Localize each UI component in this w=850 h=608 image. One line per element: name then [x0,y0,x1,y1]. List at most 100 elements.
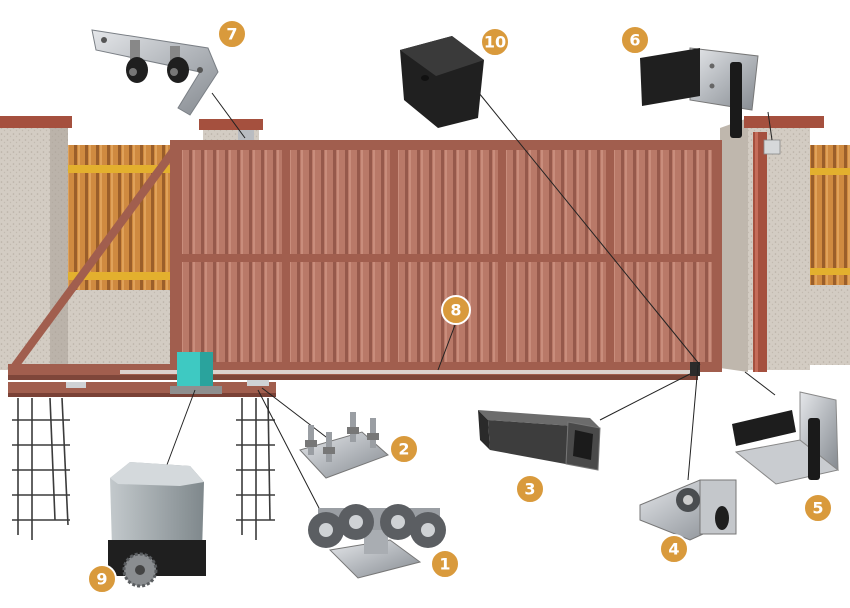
upper-rollers-mounted [238,130,254,140]
wheel-hub [391,515,405,529]
badge-number: 6 [629,31,640,50]
catcher-bracket [689,47,759,111]
guide-rail-beam [478,410,601,471]
left-pillar-shadow [50,125,68,370]
gate-panel [614,150,712,254]
badge-circle [389,434,419,464]
badge-number: 9 [96,570,107,589]
roller-wheel [167,57,189,83]
part-badge-6: 6 [620,25,650,55]
motor-mounted-plate [170,386,222,394]
right-fence-rail-bottom [788,268,850,275]
right-post-highlight [755,132,758,372]
gear-rack-mounted [120,370,700,374]
end-cap-center [421,75,429,81]
part-badge-3: 3 [515,474,545,504]
bolt-hole [101,37,107,43]
part-badge-5: 5 [803,493,833,523]
badge-circle [620,25,650,55]
gate-end-cap-mounted [690,362,700,376]
roller-axle [130,40,140,66]
badge-number: 5 [812,499,823,518]
foundation-channel-shadow [8,393,276,397]
gate-panel [506,150,606,254]
end-roller-tip [715,506,729,530]
badge-circle [441,295,471,325]
beam-side [478,410,490,450]
bolt-hole [709,83,715,89]
part-badge-2: 2 [389,434,419,464]
lower-catcher [732,391,840,485]
right-pillar-cap [744,116,824,128]
carriage-mounted [247,380,269,386]
left-pillar-cap [0,116,72,128]
right-fence-rail-top [788,168,850,175]
roller-hub [129,68,137,76]
gate-panel [182,150,282,254]
part-badge-9: 9 [87,564,117,594]
carriage-mounted [66,382,86,388]
part-badge-7: 7 [217,19,247,49]
gate-panel [506,262,606,362]
part-badge-1: 1 [430,549,460,579]
motor-cover-top [110,462,204,486]
center-pillar-cap [199,119,263,130]
bolt-hole [197,67,203,73]
upper-catcher-mounted [763,139,781,155]
carriage-base-plate [299,412,389,479]
badge-circle [659,534,689,564]
gate-tail-frame [10,146,178,366]
end-cap [400,36,484,128]
sliding-gate [8,140,722,380]
badge-circle [217,19,247,49]
roller-wheel [126,57,148,83]
right-pillar [720,116,824,372]
left-fence-base [55,290,200,370]
left-fence-rail-top [55,165,185,173]
part-badges: 1 2 3 4 5 6 7 8 9 10 [87,19,833,594]
bolt-hole [709,63,715,69]
lower-catcher-slot [732,410,796,446]
lower-catcher-arm [808,418,820,480]
end-roller-hub [683,495,693,505]
wheel-hub [319,523,333,537]
badge-number: 2 [398,440,409,459]
gate-panel [290,150,390,254]
beam-end-slot [573,430,593,460]
badge-circle [430,549,460,579]
badge-number: 3 [524,480,535,499]
badge-number: 1 [439,555,450,574]
nut [367,433,379,440]
drive-gear-hub [135,565,145,575]
catcher-arm [730,62,742,138]
left-fence-rail-bottom [55,272,185,280]
nut [305,440,317,447]
wheel-hub [349,515,363,529]
foundation [12,397,275,540]
badge-number: 7 [226,25,237,44]
upper-guide-rollers [91,29,219,116]
leader-lines [164,81,776,511]
badge-circle [515,474,545,504]
roller-hub [170,68,178,76]
badge-circle [803,493,833,523]
nut [347,427,359,434]
badge-number: 8 [450,301,461,320]
part-badge-10: 10 [480,27,510,57]
badge-circle [480,27,510,57]
gate-panel [182,262,282,362]
gate-motor-drive [108,462,206,588]
part-badge-4: 4 [659,534,689,564]
gate-panel [398,150,498,254]
catcher-slot [640,48,700,106]
bracket-plate [91,29,219,116]
motor-mounted-side [200,352,213,388]
gate-bottom-beam-shade [8,375,698,380]
badge-circle [87,564,117,594]
part-badge-8: 8 [441,295,471,325]
upper-catcher [640,47,759,138]
end-roller [639,479,737,541]
roller-carriage [308,504,446,579]
end-cap-face [400,36,484,76]
